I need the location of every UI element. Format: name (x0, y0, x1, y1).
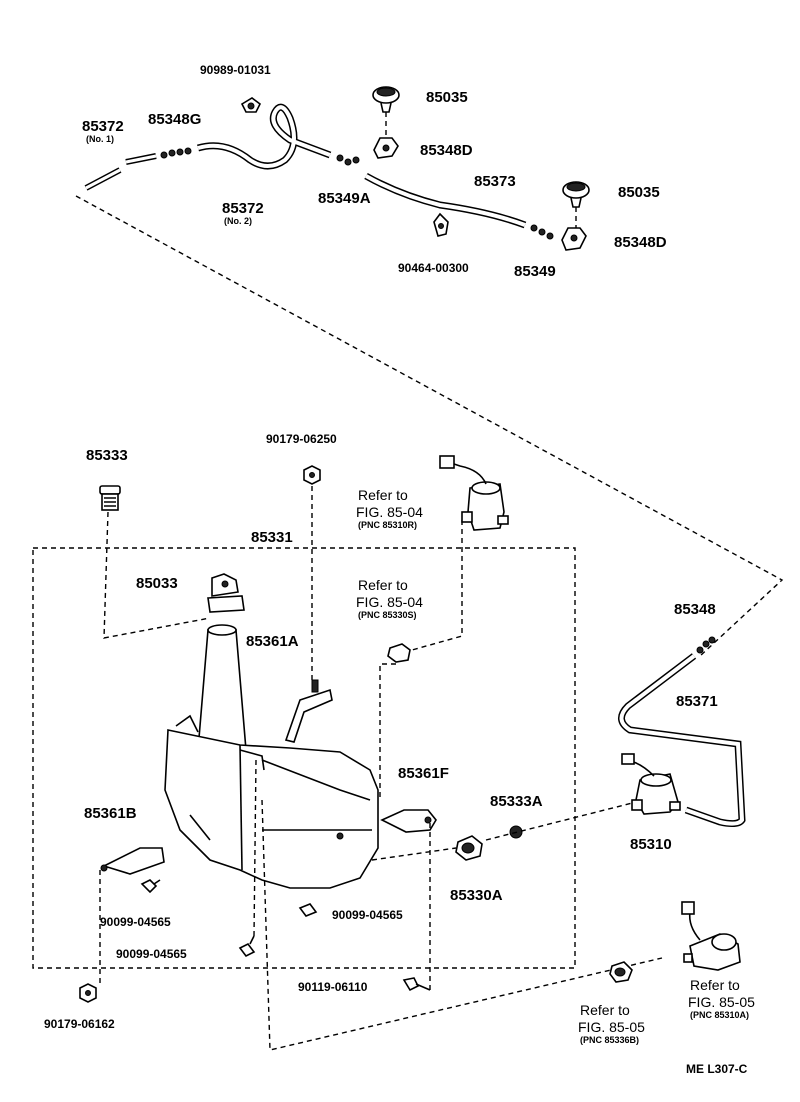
label-85033: 85033 (136, 575, 178, 592)
bracket-85361F (380, 809, 437, 833)
ref-note-85310A: Refer to FIG. 85-05 (PNC 85310A) (688, 977, 755, 1020)
grommet-ref-85336B (609, 961, 633, 983)
ref2-line2: FIG. 85-04 (356, 594, 423, 610)
pump-85310 (621, 753, 681, 815)
label-85361A: 85361A (246, 633, 299, 650)
clip-90989-01031 (240, 97, 262, 113)
connector-85348G (160, 147, 192, 159)
ref3-line2: FIG. 85-05 (578, 1019, 645, 1035)
label-90099-04565-c: 90099-04565 (116, 947, 187, 961)
label-85361B: 85361B (84, 805, 137, 822)
ref3-pnc: (PNC 85336B) (580, 1035, 639, 1045)
ref-note-85310R: Refer to FIG. 85-04 (PNC 85310R) (356, 487, 423, 530)
ref2-line1: Refer to (358, 577, 408, 593)
label-85348D-a: 85348D (420, 142, 473, 159)
label-85348: 85348 (674, 601, 716, 618)
label-85371: 85371 (676, 693, 718, 710)
ref3-line1: Refer to (580, 1002, 630, 1018)
ref2-pnc: (PNC 85330S) (358, 610, 417, 620)
ref1-line2: FIG. 85-04 (356, 504, 423, 520)
label-85372-no2: 85372 (222, 200, 264, 217)
pump-ref-85310A (681, 901, 741, 971)
ref4-line2: FIG. 85-05 (688, 994, 755, 1010)
bolt-90099-04565-b (298, 903, 318, 917)
pump-ref-85310R (439, 455, 509, 531)
label-90989-01031: 90989-01031 (200, 63, 271, 77)
label-85372-no1: 85372 (82, 118, 124, 135)
ref1-pnc: (PNC 85310R) (358, 520, 417, 530)
tank-assembly-boundary (32, 547, 576, 969)
ref4-pnc: (PNC 85310A) (690, 1010, 749, 1020)
connector-85349 (530, 224, 554, 240)
label-90179-06162: 90179-06162 (44, 1017, 115, 1031)
bracket-85361A (284, 679, 333, 743)
label-85035-a: 85035 (426, 89, 468, 106)
hose-assembly-group (84, 86, 590, 251)
label-90119-06110: 90119-06110 (298, 980, 368, 994)
label-90179-06250: 90179-06250 (266, 432, 337, 446)
clip-90464-00300 (433, 212, 449, 237)
cap-85333 (99, 485, 121, 511)
diagram-code: ME L307-C (686, 1062, 748, 1076)
label-85348D-b: 85348D (614, 234, 667, 251)
label-85372-no1-sub: (No. 1) (86, 134, 114, 144)
grommet-85330A (455, 835, 483, 861)
label-90464-00300: 90464-00300 (398, 261, 469, 275)
ref-note-85330S: Refer to FIG. 85-04 (PNC 85330S) (356, 577, 423, 620)
ref4-line1: Refer to (690, 977, 740, 993)
label-85373: 85373 (474, 173, 516, 190)
part-labels: 90989-01031 85035 85372 (No. 1) 85348G 8… (44, 63, 718, 1031)
label-85349A: 85349A (318, 190, 371, 207)
label-85372-no2-sub: (No. 2) (224, 216, 252, 226)
bolt-90099-04565-c (238, 935, 256, 958)
label-85330A: 85330A (450, 887, 503, 904)
label-85333A: 85333A (490, 793, 543, 810)
bolt-90119-06110 (402, 977, 431, 992)
bracket-85348D-a (373, 137, 399, 159)
bracket-85348D-b (561, 227, 587, 251)
label-90099-04565-b: 90099-04565 (332, 908, 403, 922)
connector-85348 (696, 636, 716, 654)
pump-seal-ref-85330S (387, 643, 411, 663)
label-90099-04565-a: 90099-04565 (100, 915, 171, 929)
nut-90179-06162 (79, 983, 97, 1003)
ref-note-85336B: Refer to FIG. 85-05 (PNC 85336B) (578, 1002, 645, 1045)
washer-tank (164, 624, 379, 889)
nozzle-85035-b (562, 181, 590, 208)
ref1-line1: Refer to (358, 487, 408, 503)
nozzle-85035-a (372, 86, 400, 113)
label-85333: 85333 (86, 447, 128, 464)
label-85348G: 85348G (148, 111, 201, 128)
bracket-85361B (100, 847, 165, 875)
label-85331: 85331 (251, 529, 293, 546)
routing-dashed-line (75, 195, 784, 657)
connector-85349A (336, 154, 360, 166)
nut-90179-06250 (303, 465, 321, 485)
filler-cap-85033 (207, 573, 245, 613)
label-85349: 85349 (514, 263, 556, 280)
label-85361F: 85361F (398, 765, 449, 782)
hose-85372-no2 (197, 103, 332, 170)
bolt-90099-04565-a (140, 879, 161, 894)
label-85035-b: 85035 (618, 184, 660, 201)
label-85310: 85310 (630, 836, 672, 853)
